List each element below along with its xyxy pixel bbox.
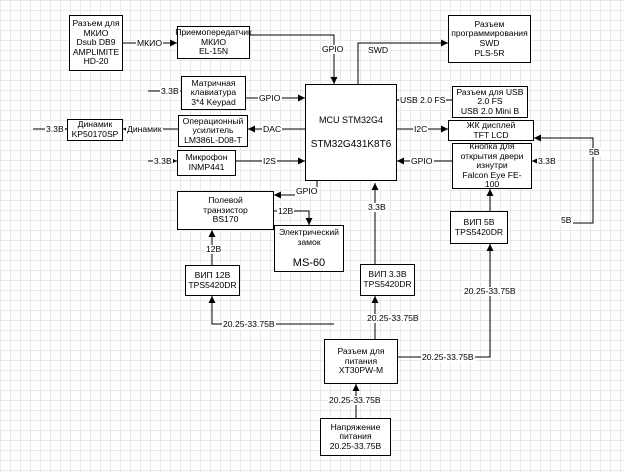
label-i2s: I2S <box>262 156 277 166</box>
microphone-block: Микрофон INMP441 <box>177 150 236 176</box>
usb-connector-block: Разъем для USB 2.0 FS USB 2.0 Mini B <box>452 86 528 118</box>
label-range-vip5: 20.25-33.75В <box>463 286 517 296</box>
mcu-family-label: MCU STM32G4 <box>318 114 383 125</box>
wire-5v-right <box>534 134 594 224</box>
mcu-block: MCU STM32G4 STM32G431K8T6 <box>305 84 397 181</box>
programming-connector-block: Разъем программирования SWD PLS-5R <box>448 15 531 63</box>
label-mkio: МКИО <box>136 38 164 48</box>
opamp-block: Операционный усилитель LM386L-D08-T <box>178 115 248 147</box>
label-range-right: 20.25-33.75В <box>421 352 475 362</box>
label-3v3-mcu: 3.3В <box>367 202 387 212</box>
lock-block: Электрический замок MS-60 <box>274 225 344 272</box>
label-5v-right: 5В <box>588 147 601 157</box>
label-gpio-top: GPIO <box>321 44 345 54</box>
power-connector-block: Разъем для питания XT30PW-M <box>324 339 398 384</box>
label-usb: USB 2.0 FS <box>399 95 447 105</box>
label-gpio-fet: GPIO <box>295 186 319 196</box>
label-range-left: 20.25-33.75В <box>222 319 276 329</box>
mkio-connector-block: Разъем для МКИО Dsub DB9 AMPLIMITE HD-20 <box>69 15 123 71</box>
label-3v3-keypad: 3.3В <box>160 86 180 96</box>
label-12v-vip: 12В <box>205 244 223 254</box>
label-5v-vip: 5В <box>560 215 573 225</box>
vip12-block: ВИП 12В TPS5420DR <box>185 265 240 296</box>
supply-voltage-block: Напряжение питания 20.25-33.75В <box>320 418 391 456</box>
wire-transceiver-mcu <box>250 34 338 84</box>
label-swd: SWD <box>367 45 390 55</box>
mcu-part-label: STM32G431K8T6 <box>310 138 392 150</box>
wire-power-vip5 <box>398 244 494 358</box>
label-3v3-speaker: 3.3В <box>45 124 65 134</box>
label-dinamik: Динамик <box>126 124 163 134</box>
label-range-vip33: 20.25-33.75В <box>366 313 420 323</box>
label-12v-fet-lock: 12В <box>277 206 295 216</box>
keypad-block: Матричная клавиатура 3*4 Keypad <box>181 76 246 110</box>
fet-block: Полевой транзистор BS170 <box>177 191 274 230</box>
label-gpio-button: GPIO <box>410 156 434 166</box>
wire-swd <box>357 39 448 84</box>
label-gpio-keypad: GPIO <box>258 93 282 103</box>
speaker-block: Динамик KP50170SP <box>67 119 123 141</box>
label-dac: DAC <box>262 124 283 134</box>
lock-type-label: Электрический замок <box>279 226 339 247</box>
label-range-supply: 20.25-33.75В <box>328 395 382 405</box>
wire-power-vip12 <box>208 296 334 325</box>
label-3v3-button: 3.3В <box>537 156 557 166</box>
lcd-block: ЖК дисплей TFT LCD <box>448 120 534 141</box>
vip33-block: ВИП 3.3В TPS5420DR <box>360 264 415 296</box>
door-button-block: Кнопка для открытия двери изнутри Falcon… <box>452 141 532 189</box>
label-i2c: I2C <box>413 124 429 134</box>
lock-part-label: MS-60 <box>292 256 326 269</box>
mkio-transceiver-block: Приемопередатчик МКИО EL-15N <box>175 26 252 59</box>
label-3v3-mic: 3.3В <box>153 156 173 166</box>
vip5-block: ВИП 5В TPS5420DR <box>450 211 508 244</box>
